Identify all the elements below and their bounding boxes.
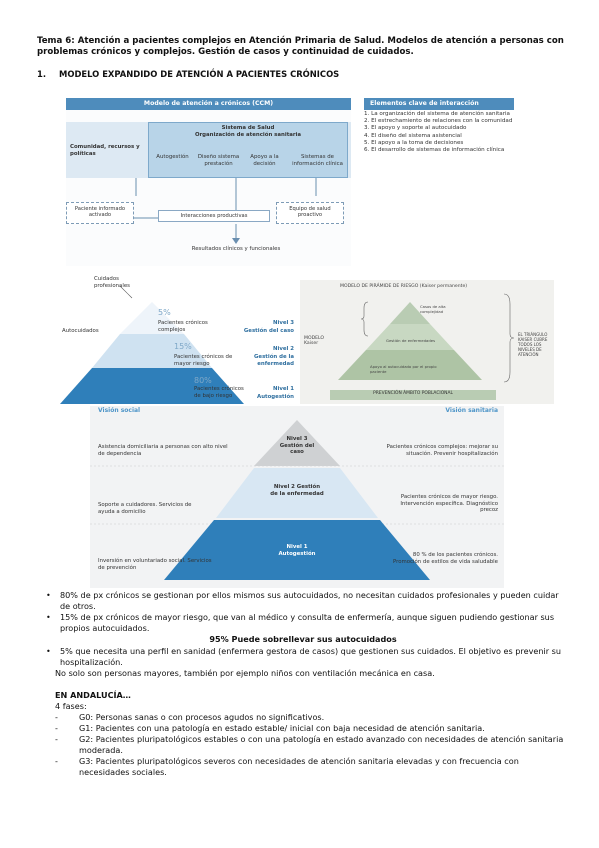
ccm-item-0: Autogestión bbox=[156, 154, 189, 160]
level1-pct: 80% bbox=[194, 376, 212, 385]
key-element-item: 6. El desarrollo de sistemas de informac… bbox=[364, 147, 505, 154]
bullet-dot: • bbox=[46, 612, 51, 622]
phase-text: G0: Personas sanas o con procesos agudos… bbox=[79, 712, 325, 722]
phase-item-0: - G0: Personas sanas o con procesos agudo… bbox=[55, 712, 569, 723]
bullet-dot: • bbox=[46, 646, 51, 656]
kaiser-right-label: EL TRIÁNGULO KAISER CUBRE TODOS LOS NIVE… bbox=[518, 332, 548, 357]
key-element-item: 1. La organización del sistema de atenci… bbox=[364, 111, 510, 117]
vision-pyramid: Visión social Visión sanitaria Asistenci… bbox=[90, 406, 504, 588]
bullet-dot: • bbox=[46, 590, 51, 600]
bullet-3-text: 5% que necesita una perfil en sanidad (e… bbox=[60, 646, 561, 667]
row3-right: Pacientes crónicos complejos: mejorar su… bbox=[386, 444, 498, 457]
kaiser-left-label: MODELO Kaiser bbox=[304, 336, 325, 346]
kaiser-l3: Apoyo al autocuidado por el propio pacie… bbox=[370, 364, 437, 374]
key-element-item: 5. El apoyo a la toma de decisiones bbox=[364, 139, 464, 146]
list-dash: - bbox=[55, 756, 58, 766]
ccm-item-2: Apoyo a la decisión bbox=[250, 154, 279, 167]
row2-right: Pacientes crónicos de mayor riesgo. Inte… bbox=[400, 494, 498, 514]
bullet-1-text: 80% de px crónicos se gestionan por ello… bbox=[60, 590, 559, 611]
row3-level: Nivel 3 Gestión del caso bbox=[279, 436, 315, 456]
key-element-item: 3. El apoyo y soporte al autocuidado bbox=[364, 125, 467, 132]
results-label: Resultados clínicos y funcionales bbox=[191, 246, 281, 252]
level2-desc: Pacientes crónicos de mayor riesgo bbox=[174, 354, 233, 367]
section-heading: 1. MODELO EXPANDIDO DE ATENCIÓN A PACIENT… bbox=[37, 69, 339, 79]
list-dash: - bbox=[55, 712, 58, 722]
section-title: MODELO EXPANDIDO DE ATENCIÓN A PACIENTES… bbox=[59, 69, 340, 79]
kaiser-l1: Casos de alta complejidad bbox=[420, 304, 446, 314]
key-element-item: 2. El estrechamiento de relaciones con l… bbox=[364, 118, 513, 125]
row1-left: Inversión en voluntariado social. Servic… bbox=[98, 558, 212, 571]
risk-pyramid-svg bbox=[60, 285, 244, 404]
health-vision-label: Visión sanitaria bbox=[445, 407, 498, 414]
key-element-item: 4. El diseño del sistema asistencial bbox=[364, 132, 462, 139]
row1-right: 80 % de los pacientes crónicos. Promoció… bbox=[392, 552, 498, 565]
interactions-box: Interacciones productivas bbox=[158, 210, 270, 222]
risk-pyramid: Cuidados profesionales Autocuidados 5% P… bbox=[60, 272, 296, 406]
professional-care-label: Cuidados profesionales bbox=[94, 276, 130, 289]
level1-desc: Pacientes crónicos de bajo riesgo bbox=[194, 386, 244, 399]
social-vision-label: Visión social bbox=[98, 407, 141, 414]
ccm-header: Modelo de atención a crónicos (CCM) bbox=[66, 98, 351, 110]
key-elements-header: Elementos clave de interacción bbox=[364, 98, 514, 110]
phase-item-2: - G2: Pacientes pluripatológicos estables… bbox=[55, 734, 569, 755]
row3-left: Asistencia domiciliaria a personas con a… bbox=[98, 444, 228, 457]
patient-box: Paciente informado activado bbox=[66, 202, 134, 224]
org-label: Organización de atención sanitaria bbox=[194, 132, 302, 138]
phase-item-3: - G3: Pacientes pluripatológicos severos … bbox=[55, 756, 569, 777]
level3-name: Gestión del caso bbox=[243, 328, 294, 334]
bullet-2: • 15% de px crónicos de mayor riesgo, qu… bbox=[46, 612, 570, 634]
phases-label: 4 fases: bbox=[55, 701, 87, 711]
bullet-3: • 5% que necesita una perfil en sanidad … bbox=[46, 646, 570, 668]
bullet-2-text: 15% de px crónicos de mayor riesgo, que … bbox=[60, 612, 555, 633]
level2-name: Gestión de la enfermedad bbox=[253, 354, 294, 367]
list-dash: - bbox=[55, 734, 58, 744]
level3-pct: 5% bbox=[158, 308, 171, 317]
team-box: Equipo de salud proactivo bbox=[276, 202, 344, 224]
community-label: Comunidad, recursos y políticas bbox=[70, 144, 140, 157]
document-title: Tema 6: Atención a pacientes complejos e… bbox=[37, 36, 564, 57]
level2-level: Nivel 2 bbox=[272, 346, 294, 352]
phase-text: G3: Pacientes pluripatológicos severos c… bbox=[79, 756, 519, 777]
health-system-label: Sistema de Salud bbox=[221, 125, 275, 131]
level1-name: Autogestión bbox=[257, 394, 294, 400]
ccm-item-1: Diseño sistema prestación bbox=[197, 154, 240, 167]
kaiser-pyramid-svg bbox=[330, 293, 515, 400]
note-text: No solo son personas mayores, también po… bbox=[55, 668, 435, 678]
level3-desc: Pacientes crónicos complejos bbox=[158, 320, 208, 333]
bullet-1: • 80% de px crónicos se gestionan por el… bbox=[46, 590, 570, 612]
andalucia-heading: EN ANDALUCÍA… bbox=[55, 690, 131, 700]
health-system-box bbox=[148, 122, 348, 178]
key-elements-list: 1. La organización del sistema de atenci… bbox=[364, 111, 514, 154]
kaiser-pyramid: MODELO DE PIRÁMIDE DE RIESGO (Kaiser per… bbox=[300, 280, 554, 404]
phase-item-1: - G1: Pacientes con una patología en esta… bbox=[55, 723, 569, 734]
kaiser-base: PREVENCIÓN ÁMBITO POBLACIONAL bbox=[373, 391, 453, 396]
vision-pyramid-svg bbox=[90, 420, 504, 580]
phase-text: G2: Pacientes pluripatológicos estables … bbox=[79, 734, 564, 755]
ccm-item-3: Sistemas de información clínica bbox=[292, 154, 343, 167]
level3-level: Nivel 3 bbox=[272, 320, 294, 326]
row2-level: Nivel 2 Gestión de la enfermedad bbox=[270, 484, 324, 497]
level2-pct: 15% bbox=[174, 342, 192, 351]
phase-text: G1: Pacientes con una patología en estad… bbox=[79, 723, 485, 733]
row2-left: Soporte a cuidadores. Servicios de ayuda… bbox=[98, 502, 192, 515]
section-number: 1. bbox=[37, 69, 47, 79]
kaiser-l2: Gestión de enfermedades bbox=[386, 338, 436, 343]
ccm-diagram: Modelo de atención a crónicos (CCM) Comu… bbox=[66, 98, 351, 266]
selfcare-label: Autocuidados bbox=[62, 328, 99, 334]
highlight-text: 95% Puede sobrellevar sus autocuidados bbox=[209, 634, 397, 644]
list-dash: - bbox=[55, 723, 58, 733]
row1-level: Nivel 1 Autogestión bbox=[278, 544, 316, 557]
kaiser-title: MODELO DE PIRÁMIDE DE RIESGO (Kaiser per… bbox=[340, 284, 468, 289]
level1-level: Nivel 1 bbox=[272, 386, 294, 392]
